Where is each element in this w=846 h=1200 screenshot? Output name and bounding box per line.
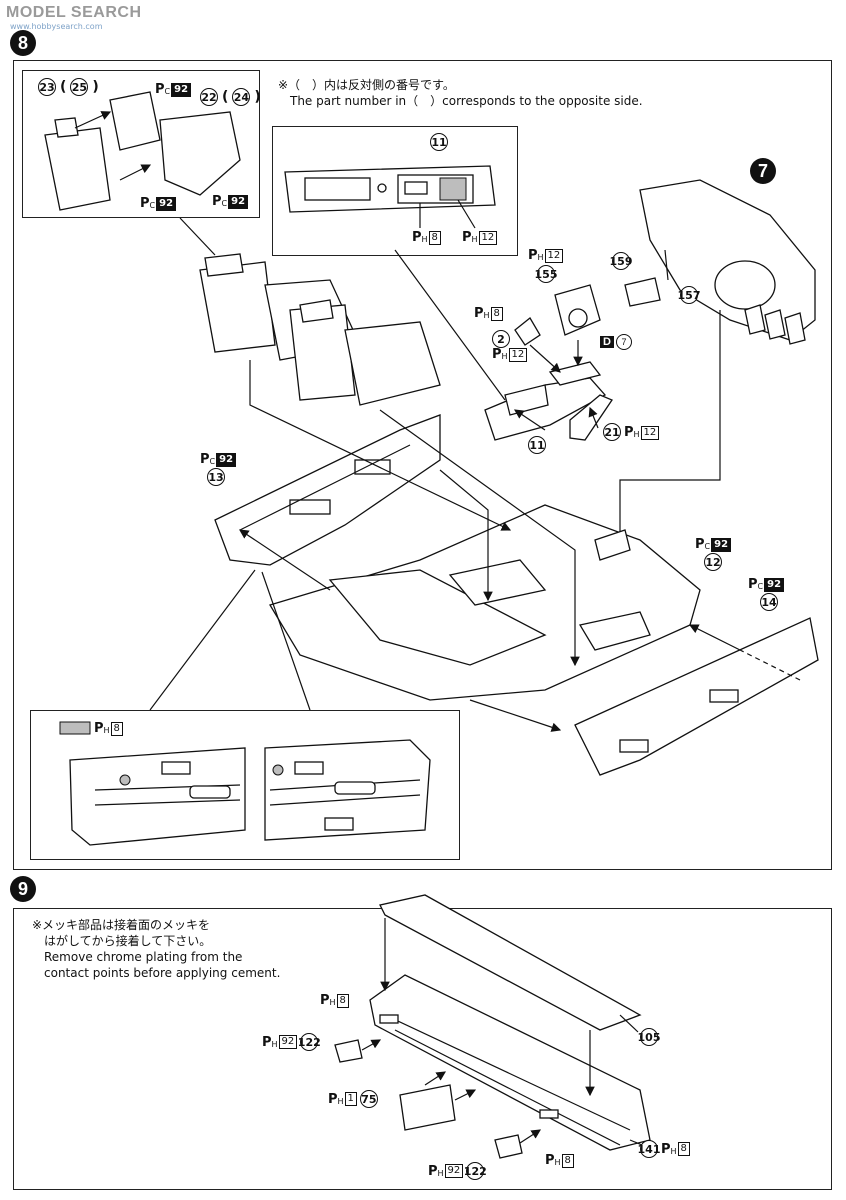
floor-tub-12	[269, 504, 701, 701]
chrome-note-jp-1: ※メッキ部品は接着面のメッキを	[32, 918, 211, 932]
step-8-badge: 8	[10, 30, 36, 56]
part-2-label: 2	[492, 330, 510, 348]
step-9-badge: 9	[10, 876, 36, 902]
door-inset-parts	[69, 739, 431, 846]
part-21-label: 21	[603, 423, 621, 441]
opposite-side-note-jp: ※（ ）内は反対側の番号です。	[278, 78, 455, 92]
opposite-side-note-en: The part number in（ ）corresponds to the …	[290, 94, 643, 108]
console-inset-parts	[284, 165, 496, 229]
front-seats	[199, 253, 441, 406]
part-13-label: 13	[207, 468, 225, 486]
part-12-label: 12	[704, 553, 722, 571]
seat-inset-parts	[44, 91, 241, 211]
part-11-label: 11	[528, 436, 546, 454]
part-14-label: 14	[760, 593, 778, 611]
seat-label-left: 23 (25)	[38, 78, 99, 96]
center-console	[484, 284, 613, 441]
step-7-reference-badge: 7	[750, 158, 776, 184]
part-159-label: 159	[610, 252, 632, 270]
rear-panel-14	[574, 617, 819, 776]
chrome-note-en-2: contact points before applying cement.	[44, 966, 281, 980]
paint-swatch-grey	[59, 721, 91, 735]
watermark-url: www.hobbysearch.com	[10, 22, 103, 31]
part-105-label: 105	[638, 1028, 660, 1046]
part-24-label: 24	[232, 88, 251, 106]
part-22-label: 22	[200, 88, 218, 106]
side-panel-13	[214, 414, 441, 566]
chrome-note-en-1: Remove chrome plating from the	[44, 950, 243, 964]
dashboard	[624, 179, 816, 345]
seat-label-right: 22 (24)	[200, 88, 261, 106]
part-157-label: 157	[678, 286, 700, 304]
chrome-note-jp-2: はがしてから接着して下さい。	[44, 934, 212, 948]
watermark-logo: MODEL SEARCH	[6, 4, 142, 21]
part-155-label: 155	[535, 265, 557, 283]
part-25-label: 25	[70, 78, 89, 96]
part-23-label: 23	[38, 78, 56, 96]
part-11-label: 11	[430, 133, 448, 151]
